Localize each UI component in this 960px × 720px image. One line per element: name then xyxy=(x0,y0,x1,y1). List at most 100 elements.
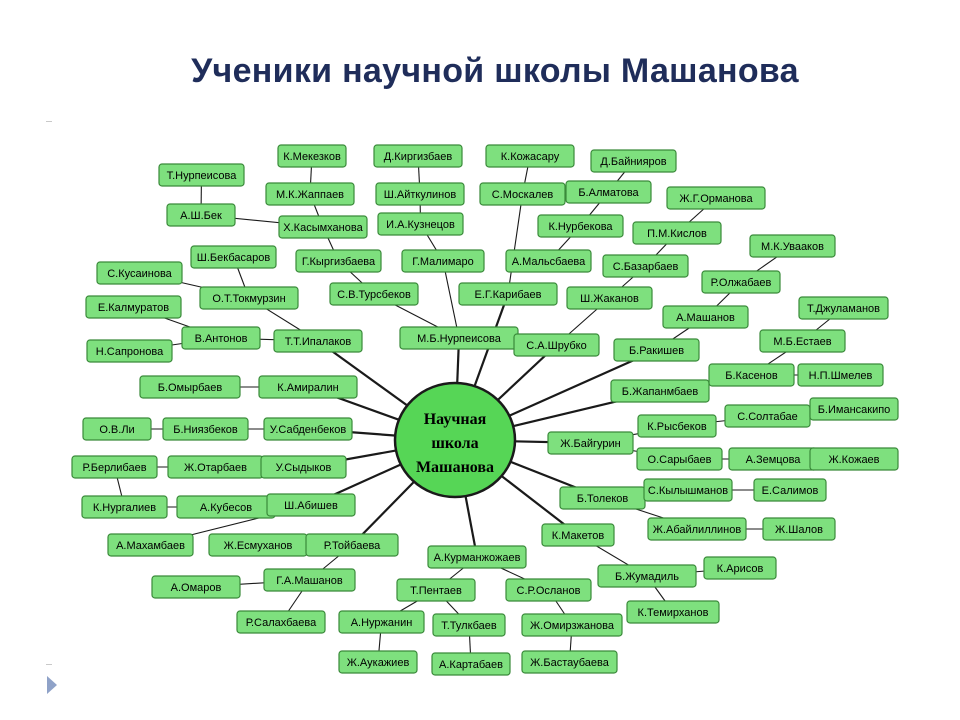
student-node-box xyxy=(662,305,749,329)
student-name: Е.Салимов xyxy=(762,485,819,497)
student-name: С.В.Турсбеков xyxy=(337,289,411,301)
student-name: Б.Имансакипо xyxy=(818,404,891,416)
student-name: Б.Ракишев xyxy=(629,345,684,357)
student-node: К.Нургалиев xyxy=(81,495,168,519)
student-node-box xyxy=(759,329,846,353)
student-name: И.А.Кузнецов xyxy=(386,219,455,231)
student-name: Б.Жумадиль xyxy=(615,571,679,583)
student-node-box xyxy=(809,397,899,421)
student-node-box xyxy=(458,282,558,306)
student-node-box xyxy=(305,533,399,557)
student-node-box xyxy=(521,613,623,637)
student-name: Б.Ниязбеков xyxy=(173,424,238,436)
student-node: Ж.Есмуханов xyxy=(208,533,308,557)
student-name: С.Солтабае xyxy=(737,411,798,423)
student-name: А.Махамбаев xyxy=(116,540,185,552)
student-name: Т.Т.Ипалаков xyxy=(285,336,352,348)
student-node-box xyxy=(762,517,836,541)
student-node-box xyxy=(81,495,168,519)
student-node-box xyxy=(85,295,182,319)
student-node-box xyxy=(71,455,158,479)
slide-title: Ученики научной школы Машанова xyxy=(191,52,799,90)
student-name: Ж.Есмуханов xyxy=(224,540,293,552)
student-name: Б.Толеков xyxy=(577,493,629,505)
student-node: С.Кусаинова xyxy=(96,261,183,285)
student-name: М.Б.Естаев xyxy=(773,336,831,348)
student-name: Б.Касенов xyxy=(725,370,778,382)
student-node-box xyxy=(377,212,464,236)
student-node: Е.Калмуратов xyxy=(85,295,182,319)
student-name: Ж.Г.Орманова xyxy=(679,193,753,205)
student-node: Ш.Абишев xyxy=(266,493,356,517)
student-node: О.В.Ли xyxy=(82,417,152,441)
student-name: Ш.Абишев xyxy=(284,500,338,512)
student-name: О.Т.Токмурзин xyxy=(212,293,285,305)
student-node-box xyxy=(295,249,382,273)
student-node-box xyxy=(260,455,347,479)
student-node-box xyxy=(427,545,527,569)
next-slide-arrow-icon[interactable] xyxy=(47,676,57,694)
student-node: Т.Т.Ипалаков xyxy=(273,329,363,353)
student-node: Т.Пентаев xyxy=(396,578,476,602)
student-node-box xyxy=(479,182,566,206)
student-node: Ж.Шалов xyxy=(762,517,836,541)
student-node-box xyxy=(666,186,766,210)
student-name: Г.А.Машанов xyxy=(276,575,343,587)
tree-link xyxy=(442,260,460,339)
student-node-box xyxy=(86,339,173,363)
student-name: К.Нургалиев xyxy=(93,502,156,514)
student-node-box xyxy=(273,329,363,353)
student-node: А.Ш.Бек xyxy=(166,203,236,227)
student-name: Б.Алматова xyxy=(578,187,639,199)
student-node: О.Т.Токмурзин xyxy=(199,286,299,310)
student-node-box xyxy=(703,556,777,580)
student-name: А.Курманжожаев xyxy=(434,552,521,564)
student-node: К.Рысбеков xyxy=(637,414,717,438)
student-node-box xyxy=(632,221,722,245)
student-node-box xyxy=(82,417,152,441)
student-node: Ж.Байгурин xyxy=(547,431,634,455)
student-node-box xyxy=(521,650,618,674)
student-node: К.Темирханов xyxy=(626,600,720,624)
student-node: Е.Г.Карибаев xyxy=(458,282,558,306)
student-node-box xyxy=(236,610,326,634)
student-name: К.Макетов xyxy=(552,530,605,542)
student-node-box xyxy=(798,296,889,320)
student-name: А.Земцова xyxy=(746,454,802,466)
student-node: И.А.Кузнецов xyxy=(377,212,464,236)
student-name: У.Сыдыков xyxy=(276,462,332,474)
student-node: Ж.Кожаев xyxy=(809,447,899,471)
center-label-line-3: Машанова xyxy=(416,459,494,476)
student-node-box xyxy=(431,652,511,676)
student-node: Б.Алматова xyxy=(565,180,652,204)
student-name: Н.Сапронова xyxy=(96,346,164,358)
student-node: М.Б.Нурпеисова xyxy=(399,326,519,350)
student-node-box xyxy=(329,282,419,306)
student-name: Ж.Кожаев xyxy=(828,454,879,466)
student-name: С.А.Шрубко xyxy=(526,340,586,352)
student-node-box xyxy=(96,261,183,285)
tree-link xyxy=(507,193,524,295)
student-node: С.Солтабае xyxy=(724,404,811,428)
student-name: У.Сабденбеков xyxy=(270,424,347,436)
student-node-box xyxy=(701,270,781,294)
student-name: Д.Киргизбаев xyxy=(384,151,453,163)
student-node: Р.Олжабаев xyxy=(701,270,781,294)
student-name: А.Кубесов xyxy=(200,502,252,514)
student-node: А.Кубесов xyxy=(176,495,276,519)
student-node-box xyxy=(338,650,418,674)
student-node: Б.Ракишев xyxy=(613,338,700,362)
student-name: В.Антонов xyxy=(195,333,248,345)
student-name: К.Амиралин xyxy=(277,382,338,394)
student-node-box xyxy=(708,363,795,387)
student-node-box xyxy=(139,375,241,399)
student-node: Д.Байнияров xyxy=(590,149,677,173)
slide-marker xyxy=(46,121,52,122)
student-node-box xyxy=(199,286,299,310)
student-node-box xyxy=(505,249,592,273)
student-node: Д.Киргизбаев xyxy=(373,144,463,168)
student-node: Т.Джуламанов xyxy=(798,296,889,320)
student-node-box xyxy=(749,234,836,258)
student-node: Б.Омырбаев xyxy=(139,375,241,399)
student-name: К.Темирханов xyxy=(638,607,709,619)
